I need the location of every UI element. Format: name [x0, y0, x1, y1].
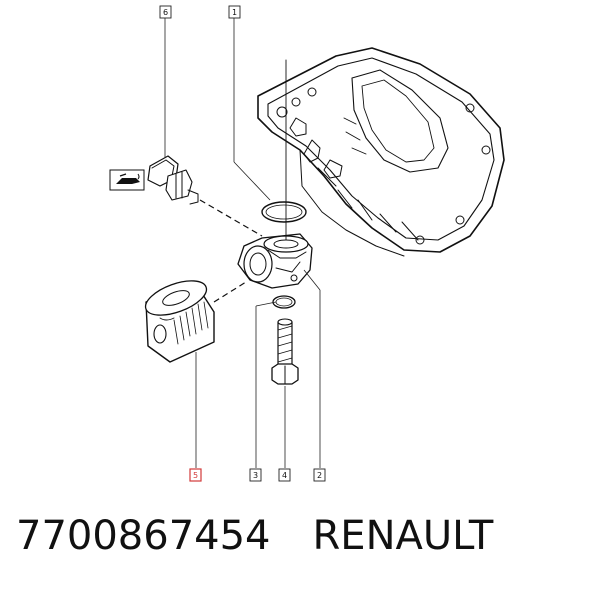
oil-pressure-sensor	[147, 155, 199, 205]
callout-6-label: 6	[163, 8, 168, 17]
brand-name: RENAULT	[312, 513, 494, 559]
sensor-axis-dash	[199, 199, 263, 237]
exploded-parts-diagram: 1 6 5 3 4 2	[109, 5, 505, 482]
callout-5-label: 5	[193, 471, 198, 480]
hollow-bolt	[271, 318, 299, 385]
callout-3-label: 3	[253, 471, 258, 480]
large-o-ring	[261, 201, 307, 223]
oil-filter-housing	[237, 233, 313, 289]
filter-axis-dash	[213, 281, 247, 303]
oil-filter	[144, 280, 215, 363]
callout-1-label: 1	[232, 8, 237, 17]
callout-1: 1	[228, 5, 241, 19]
part-caption: 7700867454 RENAULT	[16, 514, 493, 558]
small-o-ring	[272, 295, 296, 309]
callout-leaders	[164, 18, 321, 468]
part-number: 7700867454	[16, 513, 271, 559]
engine-block-sump	[257, 47, 505, 257]
callout-2-label: 2	[317, 471, 322, 480]
callout-2: 2	[313, 468, 326, 482]
callout-5: 5	[189, 468, 202, 482]
callout-4-label: 4	[282, 471, 287, 480]
callout-3: 3	[249, 468, 262, 482]
callout-6: 6	[159, 5, 172, 19]
oil-pressure-warning-icon	[109, 169, 145, 191]
callout-4: 4	[278, 468, 291, 482]
